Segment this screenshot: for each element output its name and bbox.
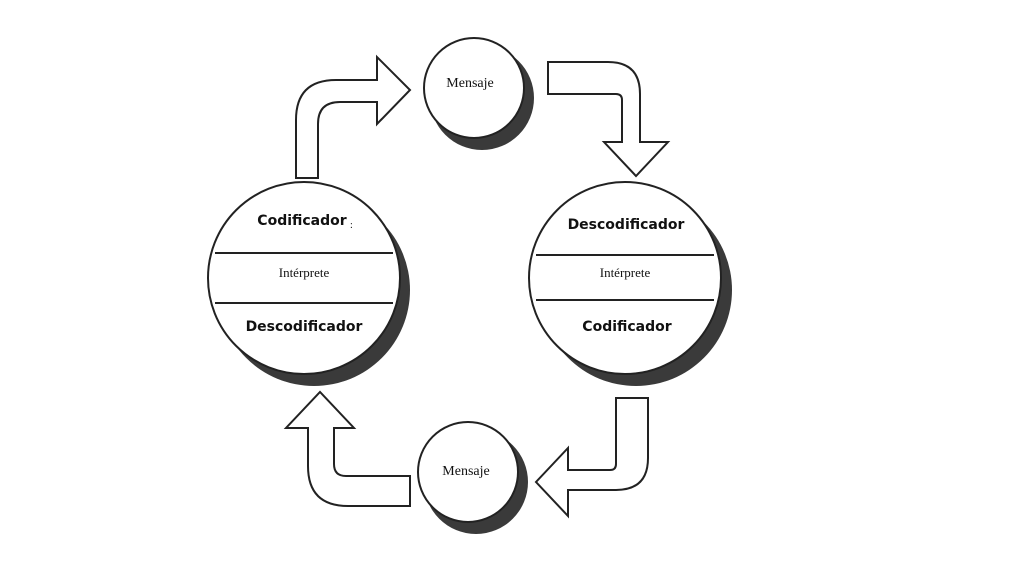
arrow-left-to-top xyxy=(295,54,412,179)
arrow-bottom-to-left xyxy=(283,390,411,507)
left-node-top-mark: : xyxy=(350,220,353,231)
left-node-bottom-label: Descodificador xyxy=(246,319,363,335)
arrow-top-to-right xyxy=(547,61,671,178)
bottom-message-label: Mensaje xyxy=(442,464,489,479)
arrow-right-to-bottom xyxy=(534,397,649,519)
left-node-middle-label: Intérprete xyxy=(279,265,330,280)
top-message-label: Mensaje xyxy=(446,76,493,91)
right-communicator-node: Descodificador Intérprete Codificador xyxy=(528,181,732,386)
left-communicator-node: Codificador : Intérprete Descodificador xyxy=(207,181,410,386)
left-node-top-label: Codificador xyxy=(257,213,346,229)
top-message-node: Mensaje xyxy=(423,37,534,150)
right-node-middle-label: Intérprete xyxy=(600,265,651,280)
right-node-bottom-label: Codificador xyxy=(582,319,671,335)
bottom-message-node: Mensaje xyxy=(417,421,528,534)
right-node-top-label: Descodificador xyxy=(568,217,685,233)
